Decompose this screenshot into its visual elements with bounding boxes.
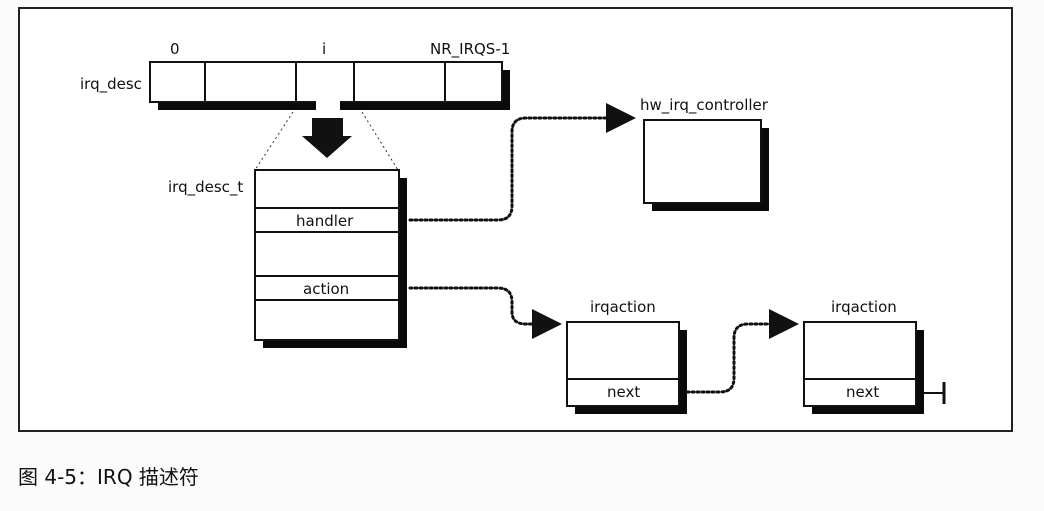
expand-line-left (254, 111, 294, 171)
irq-desc-t-box (254, 169, 407, 348)
hw-irq-controller-box (643, 119, 769, 211)
irq-desc-array (149, 61, 510, 114)
expand-line-right (361, 111, 399, 171)
index-first-label: 0 (170, 40, 180, 58)
irq-desc-t-label: irq_desc_t (168, 178, 243, 197)
handler-to-controller-arrow (408, 103, 636, 222)
action-to-irqaction-arrow (408, 286, 562, 339)
down-arrow-icon (302, 118, 352, 158)
hw-irq-controller-label: hw_irq_controller (640, 96, 769, 115)
index-i-label: i (322, 40, 326, 58)
irqaction-1-label: irqaction (590, 298, 656, 316)
irq-desc-label: irq_desc (80, 75, 142, 94)
irqaction-2-box (803, 321, 924, 414)
action-field-label: action (303, 280, 349, 298)
next-to-irqaction-arrow (685, 309, 799, 394)
irqaction-1-box (566, 321, 687, 414)
irq-desc-cell-i (295, 61, 355, 103)
null-terminator-icon (924, 382, 946, 404)
index-last-label: NR_IRQS-1 (430, 40, 510, 59)
irqaction-1-next-label: next (607, 383, 640, 401)
figure-caption: 图 4-5：IRQ 描述符 (18, 465, 199, 489)
irqaction-2-next-label: next (846, 383, 879, 401)
irqaction-2-label: irqaction (831, 298, 897, 316)
handler-field-label: handler (296, 212, 354, 230)
